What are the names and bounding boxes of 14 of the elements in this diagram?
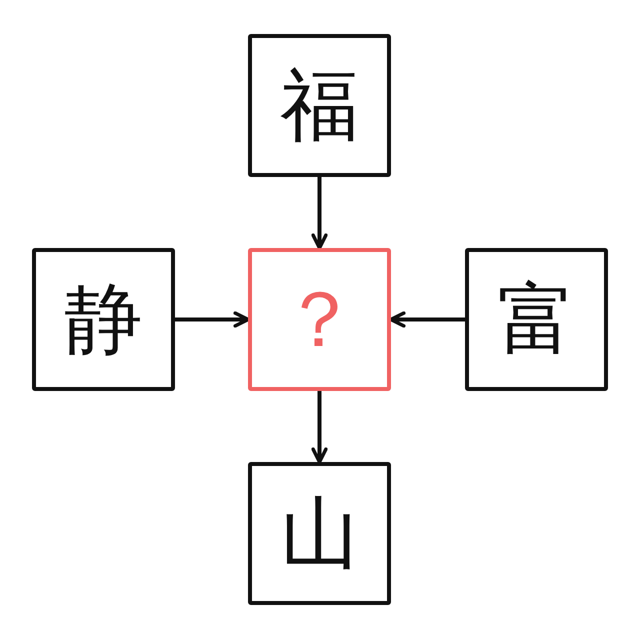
kanji-box <box>465 248 608 391</box>
kanji-box <box>248 34 391 177</box>
kanji-character: 山 <box>280 494 358 572</box>
arrow <box>389 311 465 328</box>
arrow <box>311 177 328 250</box>
arrow <box>311 391 328 464</box>
kanji-character: 静 <box>64 280 142 358</box>
question-box <box>248 248 391 391</box>
arrow <box>175 311 250 328</box>
kanji-character: 富 <box>498 280 576 358</box>
kanji-box <box>248 462 391 605</box>
kanji-character: 福 <box>280 66 358 144</box>
question-mark: ？ <box>280 280 358 358</box>
kanji-box <box>32 248 175 391</box>
